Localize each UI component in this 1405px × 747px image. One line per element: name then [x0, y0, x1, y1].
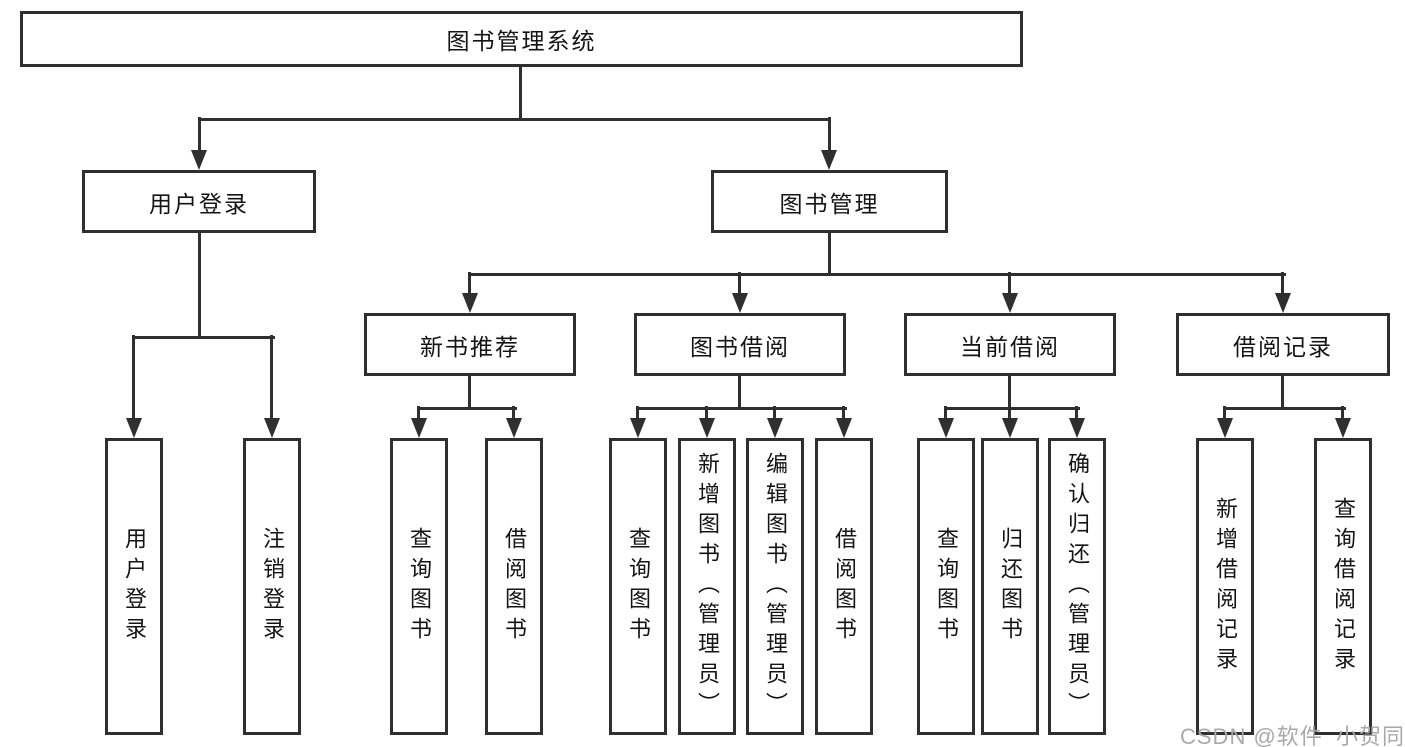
connector-drop-borrow-records: [1281, 272, 1284, 295]
leaf-query-borrow-record: 查询借阅记录: [1314, 438, 1372, 735]
arrow-down-icon: [938, 418, 954, 438]
arrow-down-icon: [411, 418, 427, 438]
leaf-add-borrow-record: 新增借阅记录: [1196, 438, 1254, 735]
arrow-down-icon: [1335, 418, 1351, 438]
connector-drop-current-borrow: [1008, 272, 1011, 295]
connector-root-stem: [519, 67, 522, 118]
arrow-down-icon: [836, 418, 852, 438]
arrow-down-icon: [767, 418, 783, 438]
leaf-user-login: 用户登录: [105, 438, 163, 735]
arrow-down-icon: [264, 418, 280, 438]
node-new-book-rec: 新书推荐: [364, 313, 576, 376]
arrow-down-icon: [1069, 418, 1085, 438]
connector-user-login-stem: [198, 233, 201, 337]
node-current-borrow: 当前借阅: [904, 313, 1116, 376]
connector-drop-leaf: [705, 406, 708, 420]
leaf-confirm-return-admin: 确认归还（管理员）: [1048, 438, 1106, 735]
connector-drop-leaf: [773, 406, 776, 420]
connector-current-borrow-stem: [1008, 376, 1011, 409]
connector-book-borrow-branch: [636, 407, 847, 410]
connector-new-book-rec-branch: [417, 407, 517, 410]
node-book-mgmt: 图书管理: [711, 170, 948, 233]
arrow-down-icon: [462, 293, 478, 313]
leaf-add-books-admin: 新增图书（管理员）: [678, 438, 736, 735]
arrow-down-icon: [1217, 418, 1233, 438]
node-borrow-records: 借阅记录: [1176, 313, 1390, 376]
leaf-borrow-books: 借阅图书: [815, 438, 873, 735]
connector-drop-leaf: [1008, 406, 1011, 420]
node-root: 图书管理系统: [20, 11, 1023, 67]
connector-drop-leaf: [417, 406, 420, 420]
arrow-down-icon: [732, 293, 748, 313]
connector-drop-leaf: [1341, 406, 1344, 420]
csdn-watermark: CSDN @软件_小贺同学: [1180, 724, 1405, 747]
leaf-query-books: 查询图书: [390, 438, 448, 735]
leaf-edit-books-admin: 编辑图书（管理员）: [746, 438, 804, 735]
connector-current-borrow-branch: [944, 407, 1080, 410]
arrow-down-icon: [630, 418, 646, 438]
arrow-down-icon: [506, 418, 522, 438]
arrow-down-icon: [699, 418, 715, 438]
node-book-borrow: 图书借阅: [634, 313, 846, 376]
leaf-query-books: 查询图书: [609, 438, 667, 735]
connector-level3-branch: [468, 273, 1286, 276]
arrow-down-icon: [1002, 418, 1018, 438]
leaf-borrow-books: 借阅图书: [485, 438, 543, 735]
arrow-down-icon: [126, 418, 142, 438]
node-user-login: 用户登录: [82, 170, 316, 233]
arrow-down-icon: [1002, 293, 1018, 313]
connector-drop-leaf: [636, 406, 639, 420]
connector-user-login-branch: [132, 336, 275, 339]
arrow-down-icon: [821, 150, 837, 170]
connector-drop-book-borrow: [738, 272, 741, 295]
leaf-return-books: 归还图书: [981, 438, 1039, 735]
connector-drop-leaf: [132, 335, 135, 420]
connector-drop-leaf: [842, 406, 845, 420]
connector-borrow-records-stem: [1281, 376, 1284, 409]
leaf-query-books: 查询图书: [917, 438, 975, 735]
leaf-logout: 注销登录: [243, 438, 301, 735]
connector-drop-user-login: [198, 117, 201, 151]
arrow-down-icon: [191, 150, 207, 170]
connector-new-book-rec-stem: [468, 376, 471, 409]
connector-borrow-records-branch: [1223, 407, 1346, 410]
connector-level2-branch: [198, 118, 831, 121]
connector-drop-leaf: [944, 406, 947, 420]
connector-drop-leaf: [1223, 406, 1226, 420]
connector-drop-leaf: [1075, 406, 1078, 420]
connector-drop-leaf: [270, 335, 273, 420]
connector-drop-book-mgmt: [828, 117, 831, 151]
connector-drop-leaf: [512, 406, 515, 420]
connector-drop-new-book-rec: [468, 272, 471, 295]
connector-book-mgmt-stem: [828, 233, 831, 275]
connector-book-borrow-stem: [738, 376, 741, 409]
arrow-down-icon: [1275, 293, 1291, 313]
